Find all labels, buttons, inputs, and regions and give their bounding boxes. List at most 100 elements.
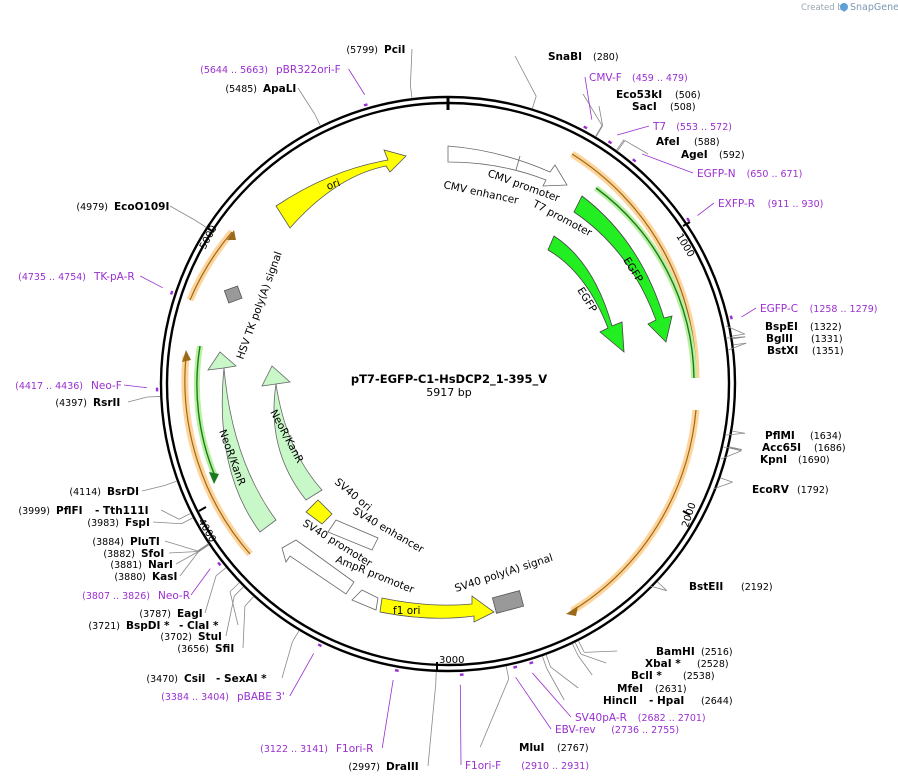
site-connector-csii (281, 641, 293, 679)
site-position-kpni: (1690) (798, 455, 830, 466)
primer-marks (155, 103, 733, 676)
site-name-bglii: BglII (766, 333, 793, 345)
primer-name-f1ori-f: F1ori-F (465, 760, 501, 772)
leader-lines (123, 48, 757, 767)
site-name-bsteii: BstEII (689, 581, 723, 593)
site-name-mfei: MfeI (617, 683, 643, 695)
site-leader-hincii (542, 655, 548, 669)
site-position-bglii: (1331) (811, 334, 843, 345)
site-name-eco53ki: Eco53kI (616, 89, 662, 101)
inner-features (207, 145, 673, 623)
site-name-ecoo109i: EcoO109I (114, 201, 169, 213)
site-connector-eco53ki (582, 93, 603, 126)
primer-position-egfp-n: (650 .. 671) (747, 169, 803, 180)
watermark-brand: SnapGene (850, 2, 898, 13)
site-leader-bstxi (733, 342, 747, 346)
primer-name-t7: T7 (652, 121, 666, 133)
primer-leader-f1ori-r (381, 679, 394, 749)
site-position-hincii: (2644) (701, 696, 733, 707)
site-name-kasi: KasI (152, 571, 177, 583)
site-position-eco53ki: (506) (675, 90, 701, 101)
primer-name-neo-f: Neo-F (91, 380, 122, 392)
site-connector-bspdi (229, 591, 239, 626)
site-connector-bsteii (650, 585, 667, 592)
feature-label-sv40-polya: SV40 poly(A) signal (453, 552, 554, 595)
primer-name-f1ori-r: F1ori-R (336, 743, 373, 755)
primer-position-egfp-c: (1258 .. 1279) (810, 304, 878, 315)
site-leader-bspei (731, 333, 745, 337)
site-position-bsteii: (2192) (741, 582, 773, 593)
feature-label-hsv-tk: HSV TK poly(A) signal (235, 250, 285, 361)
site-position-afei: (588) (694, 137, 720, 148)
primer-leader-sv40pa-r (532, 672, 572, 718)
feature-label-f1-ori: f1 ori (393, 605, 420, 617)
primer-mark-pbr322ori-f (363, 103, 368, 107)
site-leader-eagi (215, 567, 227, 577)
site-name-pluti: PluTI (130, 536, 160, 548)
primer-leader-exfp-r (697, 202, 715, 216)
primer-leader-neo-f (123, 384, 148, 389)
site-leader-draiii (435, 671, 437, 685)
site-connector-agei (624, 140, 649, 155)
primer-name-cmv-f: CMV-F (589, 72, 622, 84)
site-leader-eco53ki (595, 125, 603, 137)
snapgene-logo-icon (840, 3, 848, 11)
site-name-saci: SacI (632, 101, 657, 113)
primer-position-ebv-rev: (2736 .. 2755) (611, 725, 679, 736)
site-leader-agei (617, 140, 626, 152)
site-position-csii: (3470) (146, 674, 178, 685)
site-connector-snabi (514, 55, 537, 97)
primer-leader-pbr322ori-f (348, 68, 366, 95)
site-connector-pflmi (726, 432, 745, 436)
site-position-draiii: (2997) (348, 762, 380, 773)
site-name-bspei: BspEI (765, 321, 798, 333)
outer-feature-arcs (181, 151, 700, 616)
feature-label-sv40-ori: SV40 ori (332, 476, 374, 514)
primer-mark-f1ori-r (394, 668, 399, 672)
primer-leader-egfp-c (741, 307, 757, 318)
primer-name-pbr322ori-f: pBR322ori-F (276, 64, 341, 76)
primer-mark-egfp-n (632, 158, 637, 163)
primer-mark-egfp-c (729, 315, 733, 320)
site-leader-bsteii (657, 581, 668, 591)
primer-position-sv40pa-r: (2682 .. 2701) (638, 713, 706, 724)
primer-position-neo-f: (4417 .. 4436) (15, 381, 83, 392)
site-position-pflfi: (3999) (18, 506, 50, 517)
site-connector-bstxi (728, 342, 747, 351)
site-leader-csii (292, 630, 300, 642)
site-name2-hincii: - HpaI (649, 695, 684, 707)
site-name-fspi: FspI (125, 517, 150, 529)
site-name-bcli: BclI * (631, 670, 662, 682)
site-connector-ecorv (713, 481, 733, 490)
site-leader-kpni (728, 447, 742, 452)
primer-mark-t7 (607, 140, 613, 145)
site-connector-sfii (242, 606, 246, 649)
primer-mark-neo-r (217, 561, 222, 567)
site-name-mlui: MluI (519, 742, 544, 754)
site-leader-mfei (545, 654, 551, 668)
site-position-eagi: (3787) (139, 609, 171, 620)
site-name2-bspdi: - ClaI * (179, 620, 219, 632)
primer-position-exfp-r: (911 .. 930) (768, 199, 824, 210)
site-connector-hincii (546, 668, 565, 701)
site-position-acc65i: (1686) (814, 443, 846, 454)
primer-mark-ebv-rev (513, 665, 518, 669)
site-leader-mlui (505, 665, 510, 679)
site-name-pcii: PciI (384, 44, 405, 56)
site-connector-rsrii (127, 396, 148, 403)
primer-name-exfp-r: EXFP-R (718, 198, 755, 210)
site-position-xbai: (2528) (697, 659, 729, 670)
site-leader-kasi (198, 544, 210, 553)
site-name-nari: NarI (148, 559, 173, 571)
primer-leader-t7 (617, 125, 650, 136)
primer-leader-f1ori-f (459, 684, 462, 766)
site-leader-pflmi (732, 430, 746, 434)
site-name-kpni: KpnI (760, 454, 787, 466)
site-leader-saci (595, 125, 603, 138)
site-leader-bsrdi (164, 480, 177, 486)
site-name-apali: ApaLI (263, 83, 296, 95)
site-name-pflfi: PflFI (56, 505, 83, 517)
site-connector-nari (175, 551, 199, 565)
site-position-ecoo109i: (4979) (76, 202, 108, 213)
